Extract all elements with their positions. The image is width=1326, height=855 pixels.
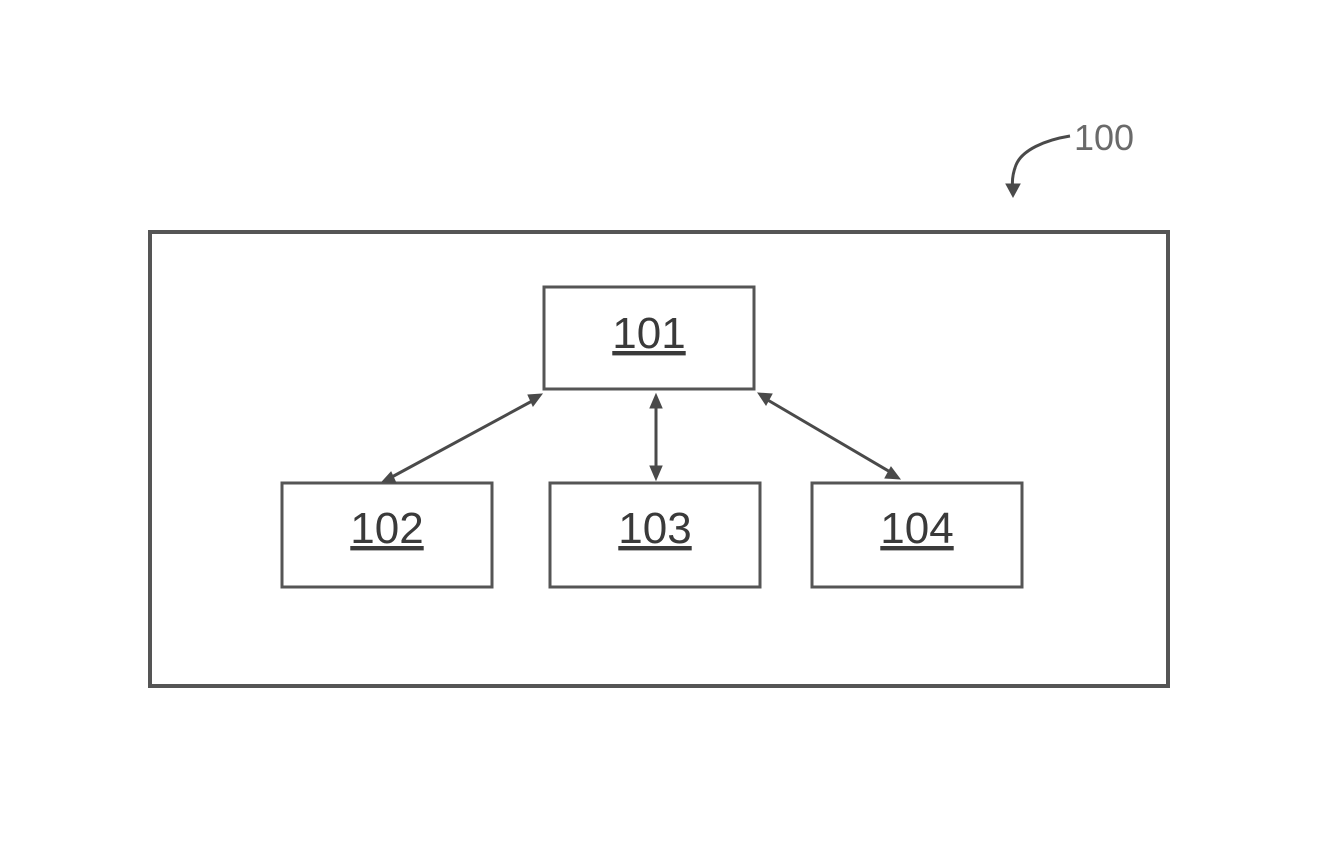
connector-101-102-line [390,400,534,478]
node-103: 103 [550,483,760,587]
reference-label: 100 [1074,117,1134,158]
connector-101-104-arrowhead-top [758,393,772,405]
reference-leader-arrowhead [1006,184,1020,197]
reference-leader-line [1012,136,1070,190]
connector-101-103-arrowhead-bottom [650,466,662,480]
connector-101-102-arrowhead-bottom [382,472,396,483]
node-102: 102 [282,483,492,587]
connector-101-103-arrowhead-top [650,394,662,408]
connector-101-104 [758,393,900,479]
node-103-label: 103 [618,504,691,553]
connector-101-102 [382,394,542,483]
node-101-label: 101 [612,309,685,358]
connector-101-104-line [766,399,892,473]
node-104-label: 104 [880,504,953,553]
node-101: 101 [544,287,754,389]
connector-101-102-arrowhead-top [528,394,542,406]
connector-101-103 [650,394,662,480]
node-104: 104 [812,483,1022,587]
node-102-label: 102 [350,504,423,553]
